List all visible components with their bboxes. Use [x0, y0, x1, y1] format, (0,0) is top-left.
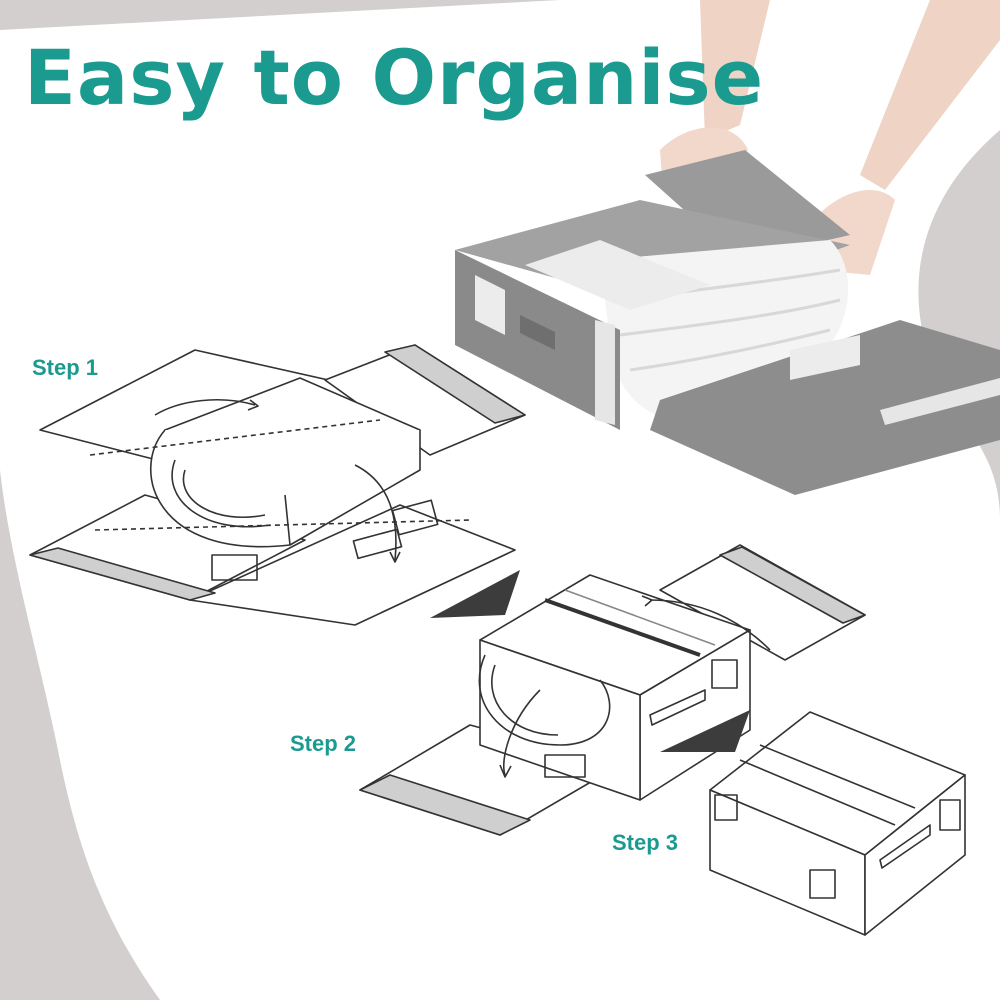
- headline: Easy to Organise: [24, 33, 765, 122]
- step-1-label: Step 1: [32, 355, 99, 380]
- step-2-label: Step 2: [290, 731, 357, 756]
- step-3-label: Step 3: [612, 830, 679, 855]
